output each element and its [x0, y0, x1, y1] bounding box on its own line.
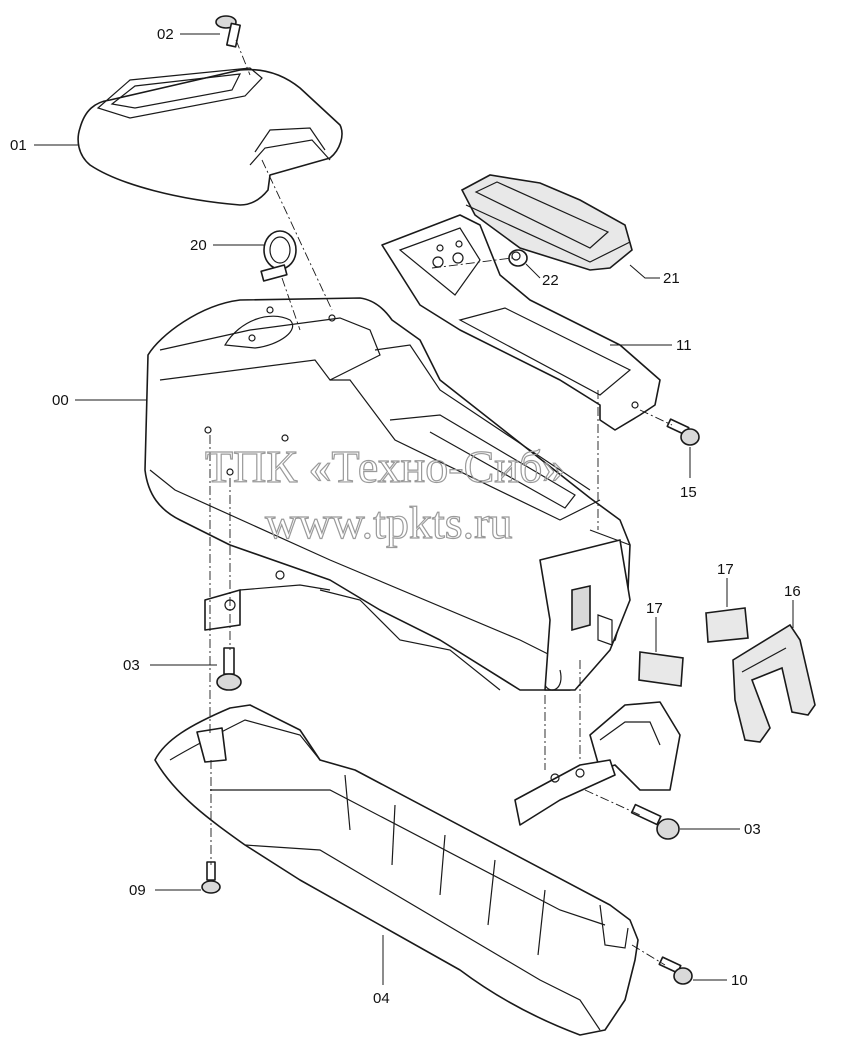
part-09-screw[interactable] — [201, 861, 221, 894]
callout-00: 00 — [52, 392, 69, 409]
part-11-tray-frame[interactable] — [381, 214, 661, 431]
part-21-pad-box[interactable] — [460, 174, 633, 271]
callout-15: 15 — [680, 484, 697, 501]
part-04-lower-cover[interactable] — [154, 704, 639, 1036]
part-03-bolt-right[interactable] — [630, 803, 680, 840]
part-20-clamp[interactable] — [260, 230, 297, 282]
watermark: ТПК «Техно-Сиб» www.tpkts.ru — [204, 440, 565, 548]
leader-lines — [34, 33, 794, 985]
callout-17-upper: 17 — [717, 561, 734, 578]
callout-02: 02 — [157, 26, 174, 43]
callout-10: 10 — [731, 972, 748, 989]
callout-20: 20 — [190, 237, 207, 254]
callout-17-lower: 17 — [646, 600, 663, 617]
part-16-u-cushion[interactable] — [732, 623, 816, 743]
callout-labels: 02 01 20 00 22 21 11 15 17 17 16 03 03 0… — [10, 26, 801, 1007]
callout-22: 22 — [542, 272, 559, 289]
watermark-line2: www.tpkts.ru — [265, 497, 512, 548]
callout-03-left: 03 — [123, 657, 140, 674]
assembly-phantom-lines — [209, 39, 673, 966]
callout-04: 04 — [373, 990, 390, 1007]
callout-11: 11 — [676, 337, 692, 354]
part-17-foam-block-lower[interactable] — [638, 651, 684, 687]
pivot-bracket — [514, 701, 681, 826]
part-22-plug[interactable] — [508, 249, 528, 267]
callout-16: 16 — [784, 583, 801, 600]
part-15-bolt[interactable] — [666, 418, 700, 446]
part-03-bolt-left[interactable] — [216, 647, 242, 691]
part-17-foam-block-upper[interactable] — [705, 607, 749, 643]
watermark-line1: ТПК «Техно-Сиб» — [205, 441, 565, 492]
callout-01: 01 — [10, 137, 27, 154]
part-01-top-cover[interactable] — [77, 67, 343, 206]
part-10-screw[interactable] — [658, 956, 693, 985]
callout-21: 21 — [663, 270, 680, 287]
part-00-console-body[interactable] — [144, 297, 631, 691]
callout-09: 09 — [129, 882, 146, 899]
callout-03-right: 03 — [744, 821, 761, 838]
